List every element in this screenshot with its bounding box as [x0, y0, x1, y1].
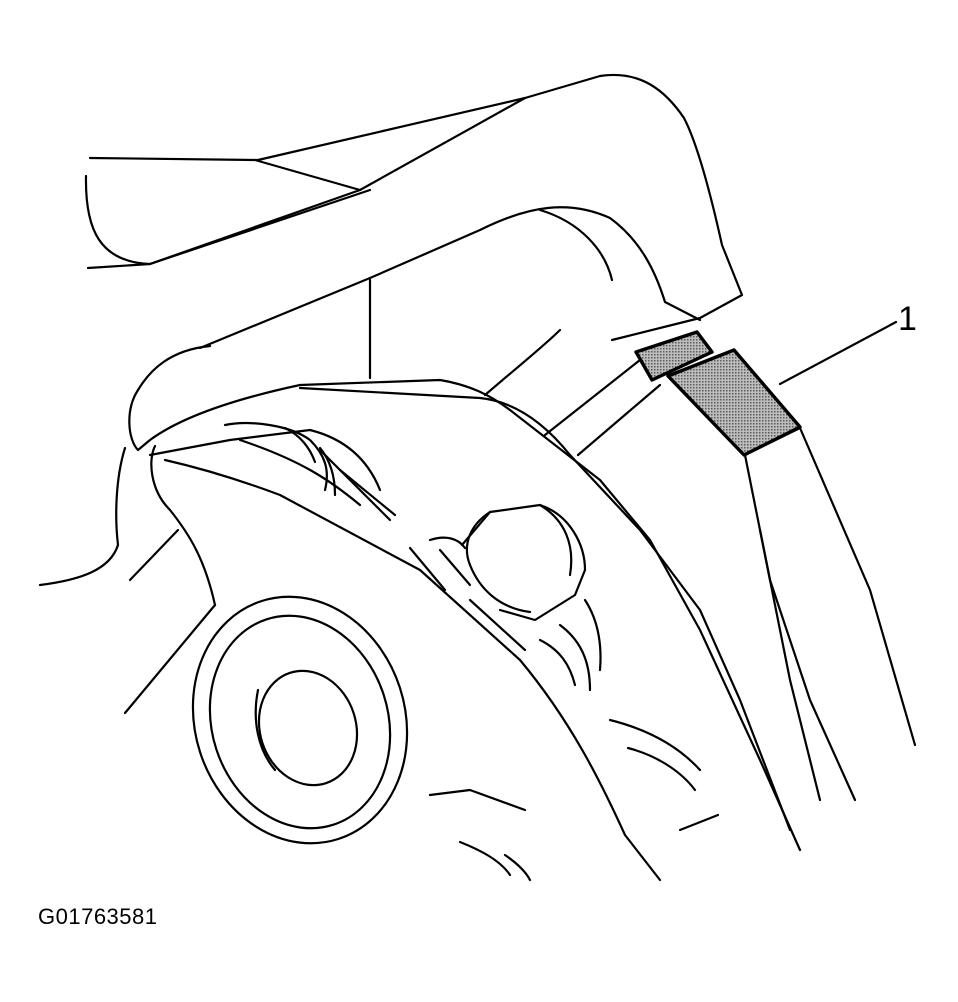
- support-post: [368, 278, 662, 457]
- upper-lever-arm: [84, 73, 744, 350]
- bracket-plate: [38, 344, 802, 882]
- bushing-eye: [191, 595, 532, 882]
- callout-leader-line: [778, 320, 898, 386]
- wear-pad-highlight: [634, 330, 802, 457]
- callout-label-1: 1: [898, 300, 917, 338]
- pivot-roller: [223, 422, 337, 497]
- figure-id-caption: G01763581: [38, 904, 158, 929]
- bolt-hex-head: [408, 503, 602, 692]
- linkage-rod: [608, 426, 917, 832]
